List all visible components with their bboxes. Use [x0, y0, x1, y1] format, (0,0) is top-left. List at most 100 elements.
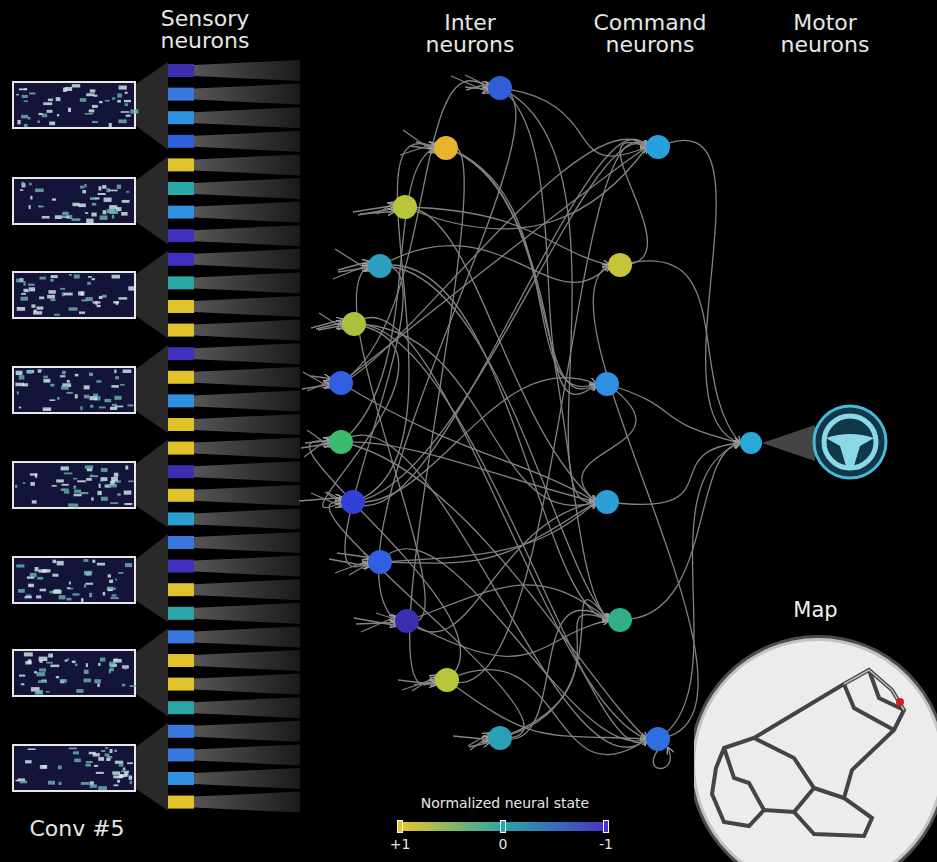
sensory-output: [194, 461, 300, 482]
feature-pixel: [87, 469, 93, 472]
feature-pixel: [88, 276, 92, 278]
neuron: [341, 490, 365, 514]
feature-pixel: [35, 567, 39, 571]
feature-pixel: [67, 587, 71, 589]
sensory-neuron: [168, 512, 194, 525]
sensory-synapse: [311, 493, 342, 507]
feature-pixel: [82, 190, 86, 193]
feature-pixel: [75, 374, 79, 377]
feature-pixel: [115, 376, 119, 379]
feature-pixel: [19, 407, 22, 409]
feature-map: [13, 367, 135, 413]
feature-pixel: [122, 665, 129, 668]
feature-pixel: [30, 196, 32, 200]
sensory-output: [194, 296, 300, 317]
steering-wheel: [814, 406, 886, 478]
feature-pixel: [40, 589, 47, 592]
sensory-neuron: [168, 206, 194, 219]
feature-pixel: [67, 598, 72, 601]
feature-pixel: [59, 782, 62, 785]
road: [869, 670, 904, 710]
self-loop: [653, 748, 670, 769]
synapse: [405, 147, 647, 229]
feature-pixel: [130, 781, 132, 784]
funnel: [136, 628, 168, 716]
feature-pixel: [24, 289, 29, 292]
feature-pixel: [29, 287, 35, 291]
feature-pixel: [27, 370, 33, 374]
legend-text: -1: [586, 836, 626, 852]
sensory-neuron: [168, 371, 194, 384]
feature-pixel: [40, 765, 47, 769]
feature-pixel: [127, 762, 133, 764]
sensory-neuron: [168, 182, 194, 195]
synapse: [620, 261, 740, 443]
feature-pixel: [81, 598, 84, 602]
funnel: [136, 534, 168, 622]
feature-pixel: [55, 215, 62, 219]
feature-pixel: [25, 596, 32, 598]
sensory-output: [194, 414, 300, 435]
synapse: [447, 670, 647, 755]
feature-pixel: [119, 86, 127, 90]
feature-pixel: [130, 109, 138, 113]
synapse: [607, 443, 740, 504]
feature-pixel: [76, 689, 83, 693]
feature-pixel: [94, 95, 98, 97]
map-heading: Map: [694, 598, 937, 622]
feature-pixel: [92, 560, 95, 563]
sensory-output: [194, 603, 300, 624]
synapse: [500, 600, 609, 738]
synapse: [500, 614, 609, 738]
feature-pixel: [99, 407, 106, 409]
synapse: [354, 324, 647, 743]
feature-pixel: [23, 281, 25, 285]
synapse: [405, 207, 609, 265]
feature-pixel: [19, 675, 25, 677]
feature-pixel: [22, 95, 28, 98]
feature-pixel: [97, 305, 101, 307]
feature-pixel: [118, 119, 126, 123]
feature-pixel: [98, 663, 100, 666]
feature-pixel: [86, 93, 94, 96]
sensory-synapse: [329, 559, 369, 567]
feature-pixel: [37, 577, 43, 580]
feature-pixel: [85, 465, 93, 468]
road: [724, 748, 764, 810]
feature-pixel: [28, 284, 35, 286]
motor-beam: [762, 425, 815, 461]
feature-pixel: [25, 760, 32, 763]
sensory-neuron: [168, 324, 194, 337]
feature-pixel: [112, 275, 120, 279]
feature-pixel: [52, 198, 56, 200]
synapse: [341, 81, 489, 383]
sensory-neuron: [168, 678, 194, 691]
feature-pixel: [122, 684, 125, 687]
sensory-neuron: [168, 418, 194, 431]
feature-pixel: [74, 494, 82, 497]
feature-pixel: [101, 477, 108, 481]
feature-pixel: [98, 193, 106, 195]
feature-pixel: [92, 121, 98, 123]
synapse: [500, 88, 647, 156]
feature-pixel: [112, 215, 114, 219]
sensory-synapse: [453, 736, 489, 740]
feature-pixel: [108, 590, 113, 592]
steering-hub: [826, 434, 874, 466]
feature-pixel: [72, 84, 80, 87]
synapse: [341, 383, 596, 502]
feature-pixel: [91, 497, 94, 500]
car-position: [896, 698, 904, 706]
feature-pixel: [80, 98, 86, 102]
feature-pixel: [34, 310, 37, 313]
sensory-neuron: [168, 725, 194, 738]
feature-pixel: [122, 200, 130, 203]
feature-map: [13, 272, 135, 318]
funnel: [136, 251, 168, 339]
feature-pixel: [117, 185, 121, 189]
feature-pixel: [67, 380, 70, 383]
synapse: [341, 442, 647, 739]
feature-pixel: [15, 485, 17, 488]
feature-pixel: [110, 749, 113, 753]
feature-pixel: [69, 582, 71, 585]
